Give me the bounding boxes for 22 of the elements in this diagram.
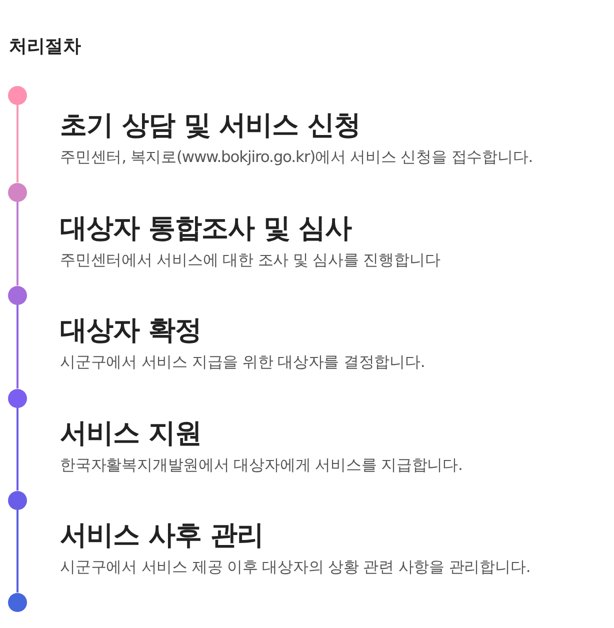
timeline-line	[16, 202, 18, 286]
timeline-dot	[8, 592, 27, 612]
step-heading: 대상자 통합조사 및 심사	[60, 212, 352, 246]
step-heading: 서비스 사후 관리	[60, 519, 264, 553]
timeline-line	[16, 104, 18, 182]
title: 처리절차	[9, 35, 81, 58]
timeline-line	[16, 510, 18, 592]
step-description: 한국자활복지개발원에서 대상자에게 서비스를 지급합니다.	[60, 455, 462, 476]
timeline-dot	[8, 286, 27, 304]
step-description: 주민센터에서 서비스에 대한 조사 및 심사를 진행합니다	[60, 250, 440, 271]
timeline-line	[16, 304, 18, 388]
timeline-dot	[8, 86, 27, 104]
timeline-line	[16, 408, 18, 490]
timeline-dot	[8, 490, 27, 510]
step-heading: 대상자 확정	[60, 314, 202, 348]
step-description: 시군구에서 서비스 지급을 위한 대상자를 결정합니다.	[60, 352, 425, 373]
step-heading: 서비스 지원	[60, 417, 202, 451]
timeline-dot	[8, 182, 27, 202]
step-description: 시군구에서 서비스 제공 이후 대상자의 상황 관련 사항을 관리합니다.	[60, 557, 530, 578]
timeline-dot	[8, 388, 27, 408]
step-description: 주민센터, 복지로(www.bokjiro.go.kr)에서 서비스 신청을 접수합니다.	[60, 147, 533, 168]
step-heading: 초기 상담 및 서비스 신청	[60, 109, 361, 143]
